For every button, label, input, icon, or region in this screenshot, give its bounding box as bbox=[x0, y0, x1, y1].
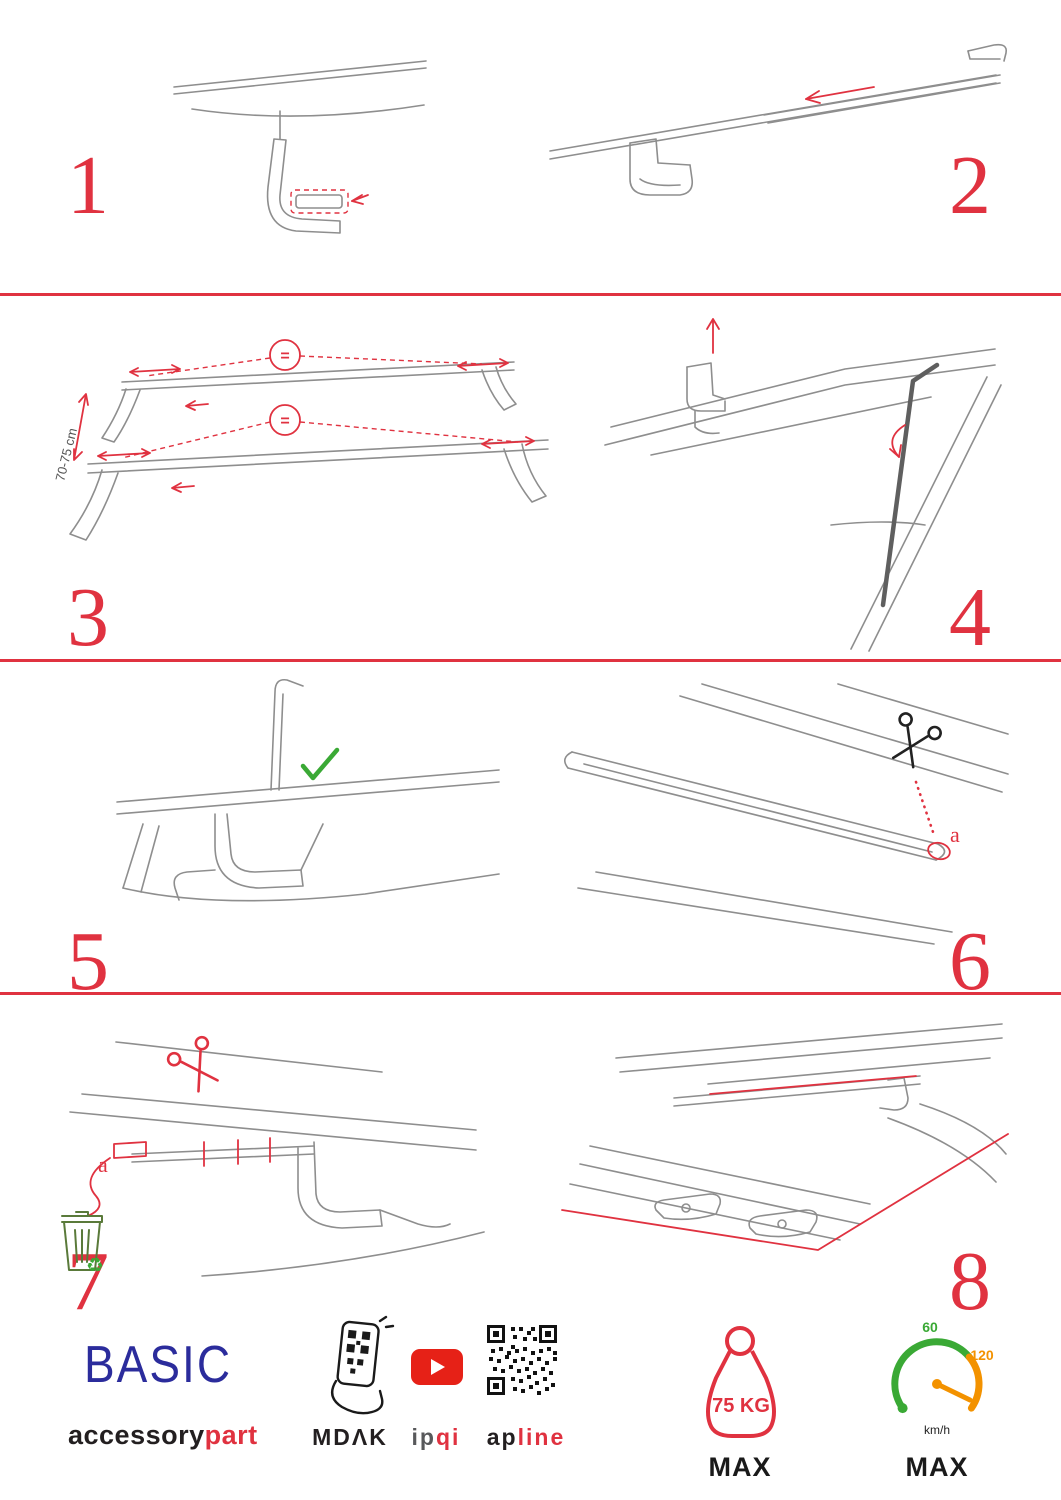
section-divider-1 bbox=[0, 293, 1061, 296]
step1-illustration bbox=[173, 60, 427, 234]
mdak-text: MDΛK bbox=[312, 1424, 388, 1450]
checkmark-icon bbox=[300, 747, 340, 781]
apline-text-left: ap bbox=[486, 1424, 518, 1450]
speed-max-label: MAX bbox=[905, 1452, 969, 1482]
scissors-icon-red bbox=[166, 1035, 219, 1093]
step-1-number: 1 bbox=[67, 139, 109, 232]
step5-illustration bbox=[116, 678, 500, 902]
ipqi-text-right: qi bbox=[436, 1424, 461, 1450]
speedometer-icon: 60 120 km/h bbox=[891, 1319, 994, 1437]
step8-sight-lines bbox=[561, 1075, 1009, 1251]
phone-qr-scan-icon bbox=[330, 1315, 395, 1415]
step-2-number: 2 bbox=[949, 139, 991, 232]
step4-arrows bbox=[706, 318, 906, 458]
equal-badge-front bbox=[269, 404, 301, 436]
step6-cut-tip bbox=[927, 841, 951, 861]
section-divider-2 bbox=[0, 659, 1061, 662]
gauge-unit: km/h bbox=[924, 1423, 950, 1437]
equal-badge-rear bbox=[269, 339, 301, 371]
brand-accessorypart: accessorypart bbox=[68, 1420, 258, 1451]
step2-slide-arrow bbox=[805, 86, 875, 104]
gauge-green-arc bbox=[891, 1338, 973, 1412]
gauge-orange-arc bbox=[965, 1353, 983, 1412]
gauge-pivot bbox=[932, 1379, 942, 1389]
apline-logo: apline bbox=[480, 1424, 572, 1451]
step1-insert-arrow bbox=[351, 194, 369, 205]
step-4-number: 4 bbox=[949, 571, 991, 664]
gauge-start-dot bbox=[897, 1403, 908, 1414]
gauge-needle bbox=[934, 1381, 973, 1403]
gauge-tick-60: 60 bbox=[922, 1319, 938, 1335]
accessory-text: accessory bbox=[68, 1420, 205, 1450]
equal-symbol-front: = bbox=[280, 413, 289, 430]
step-5-number: 5 bbox=[67, 915, 109, 1008]
step8-illustration bbox=[561, 1023, 1009, 1251]
weight-max-label: MAX bbox=[708, 1452, 772, 1482]
recycle-icon: ♻ bbox=[86, 1253, 104, 1277]
step2-illustration bbox=[549, 43, 1008, 196]
step-3-number: 3 bbox=[67, 571, 109, 664]
gauge-tick-120: 120 bbox=[970, 1347, 994, 1363]
qr-code-icon bbox=[487, 1325, 557, 1395]
equal-symbol-rear: = bbox=[280, 348, 289, 365]
ipqi-text-left: ip bbox=[411, 1424, 436, 1450]
youtube-icon bbox=[411, 1349, 463, 1385]
ipqi-logo: ipqi bbox=[404, 1424, 468, 1451]
step-6-number: 6 bbox=[949, 915, 991, 1008]
step7-cut-marks bbox=[87, 1137, 271, 1217]
step7-illustration: a ♻ bbox=[61, 1035, 485, 1277]
step3-dimension-arrows bbox=[73, 358, 535, 493]
step4-illustration bbox=[604, 318, 1002, 652]
step3-illustration: = = 70-75 cm bbox=[52, 339, 549, 541]
step6-cut-line bbox=[914, 780, 935, 834]
part-text: part bbox=[204, 1420, 258, 1450]
brand-basic: BASIC bbox=[84, 1335, 233, 1394]
allen-key-icon bbox=[880, 362, 940, 608]
apline-text-right: line bbox=[517, 1424, 566, 1450]
step7-label-a: a bbox=[98, 1152, 108, 1177]
youtube-play-triangle bbox=[431, 1359, 445, 1375]
weight-limit-text: 75 KG bbox=[712, 1395, 770, 1417]
mdak-logo: MDΛK bbox=[294, 1424, 406, 1451]
weight-icon: 75 KG bbox=[706, 1326, 776, 1438]
step1-insert-guide bbox=[290, 189, 349, 214]
section-divider-3 bbox=[0, 992, 1061, 995]
step-8-number: 8 bbox=[949, 1235, 991, 1328]
step6-illustration: a bbox=[564, 683, 1009, 945]
scissors-icon bbox=[891, 712, 942, 769]
trash-bin-icon bbox=[61, 1211, 103, 1271]
step6-label-a: a bbox=[950, 822, 960, 847]
